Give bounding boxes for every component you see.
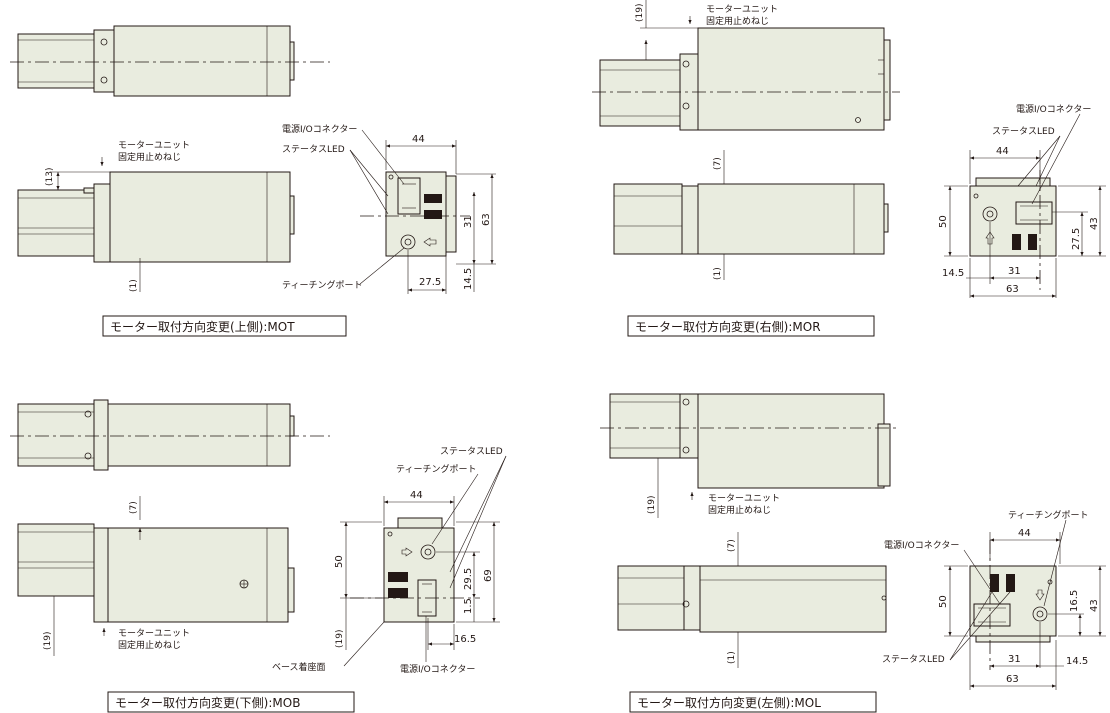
connector-icon bbox=[1015, 201, 1053, 225]
mor-screw-label-2: 固定用止めねじ bbox=[706, 15, 769, 27]
mot-end-face: 44 63 31 14.5 27.5 電源I/Oコネクター ステータスLED テ… bbox=[282, 124, 496, 294]
mor-offset-1: (1) bbox=[713, 267, 723, 280]
screw-icon bbox=[100, 76, 108, 84]
mob-top-view bbox=[10, 399, 330, 471]
teaching-port-icon bbox=[982, 206, 998, 222]
connector-icon bbox=[973, 603, 1011, 627]
mol-dim-50: 50 bbox=[938, 595, 949, 608]
mob-dim-44: 44 bbox=[410, 490, 423, 501]
mol-offset-7: (7) bbox=[727, 539, 737, 552]
mot-dim-44: 44 bbox=[412, 134, 425, 145]
teaching-port-icon bbox=[420, 544, 436, 560]
mor-dim-14-5: 14.5 bbox=[942, 268, 964, 279]
mor-dim-50: 50 bbox=[938, 215, 949, 228]
screw-icon bbox=[100, 38, 108, 46]
mor-offset-19: (19) bbox=[635, 4, 645, 22]
mol-label-port: ティーチングポート bbox=[1008, 509, 1088, 521]
mot-label-connector: 電源I/Oコネクター bbox=[282, 124, 357, 135]
mob-offset-19a: (19) bbox=[43, 632, 53, 650]
mot-dim-14-5: 14.5 bbox=[463, 268, 474, 290]
screw-icon bbox=[682, 600, 690, 608]
arrow-icon bbox=[423, 237, 437, 247]
panel-mot: (13) (1) モーターユニット 固定用止めねじ 44 bbox=[10, 25, 496, 337]
mob-offset-7: (7) bbox=[129, 501, 139, 514]
mor-label-connector: 電源I/Oコネクター bbox=[1016, 104, 1091, 115]
mot-offset-13: (13) bbox=[45, 168, 55, 186]
mol-screw-label-2: 固定用止めねじ bbox=[708, 504, 771, 516]
mol-label-connector: 電源I/Oコネクター bbox=[884, 540, 959, 551]
mot-screw-label-2: 固定用止めねじ bbox=[118, 151, 181, 163]
mot-caption: モーター取付方向変更(上側):MOT bbox=[110, 319, 295, 334]
screw-icon bbox=[682, 60, 690, 68]
mol-caption: モーター取付方向変更(左側):MOL bbox=[637, 695, 821, 710]
mob-dim-16-5: 16.5 bbox=[454, 634, 476, 645]
mor-screw-label-1: モーターユニット bbox=[706, 4, 778, 15]
mob-caption: モーター取付方向変更(下側):MOB bbox=[115, 695, 300, 710]
screw-icon bbox=[855, 117, 861, 123]
arrow-icon bbox=[1035, 589, 1045, 601]
screw-icon bbox=[682, 398, 690, 406]
mol-dim-16-5: 16.5 bbox=[1069, 590, 1080, 612]
mob-label-port: ティーチングポート bbox=[396, 463, 476, 475]
mor-end-face: 44 50 43 27.5 31 14.5 63 電源I/Oコネクター ステータ… bbox=[938, 104, 1106, 298]
mol-dim-43: 43 bbox=[1089, 599, 1100, 612]
panel-mob: (7) (19) モーターユニット 固定用止めねじ 44 bbox=[10, 399, 507, 713]
mor-dim-27-5: 27.5 bbox=[1071, 228, 1082, 250]
mob-dim-1-5: 1.5 bbox=[463, 598, 474, 614]
mot-offset-1: (1) bbox=[129, 279, 139, 292]
mob-label-connector: 電源I/Oコネクター bbox=[400, 664, 475, 675]
mob-label-base: ベース着座面 bbox=[272, 661, 326, 673]
screw-icon bbox=[84, 410, 92, 418]
mob-dim-69: 69 bbox=[483, 569, 494, 582]
mor-top-view: (19) モーターユニット 固定用止めねじ bbox=[592, 0, 900, 131]
connector-icon bbox=[397, 177, 421, 215]
mob-screw-label-2: 固定用止めねじ bbox=[118, 639, 181, 651]
teaching-port-icon bbox=[1032, 606, 1048, 622]
mob-offset-19b: (19) bbox=[335, 630, 345, 648]
mot-dim-63: 63 bbox=[481, 213, 492, 226]
mob-dim-29-5: 29.5 bbox=[463, 568, 474, 590]
arrow-icon bbox=[401, 547, 413, 557]
mol-offset-19: (19) bbox=[647, 496, 657, 514]
mol-dim-31: 31 bbox=[1008, 654, 1021, 665]
mob-end-face: 44 50 (19) 69 29.5 1.5 16.5 ステータスLED ティー… bbox=[272, 446, 507, 675]
screw-icon bbox=[84, 452, 92, 460]
panel-mol: (19) モーターユニット 固定用止めねじ (7) (1) bbox=[600, 393, 1106, 713]
mot-label-led: ステータスLED bbox=[282, 144, 345, 155]
mol-offset-1: (1) bbox=[727, 651, 737, 664]
mol-dim-63: 63 bbox=[1006, 674, 1019, 685]
mol-end-face: 44 50 43 16.5 31 14.5 63 ティーチングポート 電源I/O… bbox=[882, 509, 1106, 690]
mol-dim-44: 44 bbox=[1018, 528, 1031, 539]
panel-mor: (19) モーターユニット 固定用止めねじ (7) (1) bbox=[592, 0, 1106, 337]
screw-icon bbox=[682, 446, 690, 454]
mol-top-view: (19) モーターユニット 固定用止めねじ bbox=[600, 393, 900, 518]
mol-screw-label-1: モーターユニット bbox=[708, 493, 780, 504]
mor-dim-43: 43 bbox=[1089, 217, 1100, 230]
mot-dim-31: 31 bbox=[463, 215, 474, 228]
mot-screw-label-1: モーターユニット bbox=[118, 140, 190, 151]
mot-label-port: ティーチングポート bbox=[282, 279, 362, 291]
mob-label-led: ステータスLED bbox=[440, 446, 503, 457]
mot-side-view: (13) (1) モーターユニット 固定用止めねじ bbox=[17, 140, 295, 292]
mor-dim-31: 31 bbox=[1008, 266, 1021, 277]
mol-side-view: (7) (1) bbox=[617, 532, 887, 668]
mob-side-view: (7) (19) モーターユニット 固定用止めねじ bbox=[17, 496, 295, 656]
mor-label-led: ステータスLED bbox=[992, 126, 1055, 137]
mol-label-led: ステータスLED bbox=[882, 654, 945, 665]
mol-dim-14-5: 14.5 bbox=[1066, 656, 1088, 667]
mot-dim-27-5: 27.5 bbox=[419, 277, 441, 288]
mot-top-view bbox=[10, 25, 330, 97]
mob-dim-50: 50 bbox=[334, 555, 345, 568]
mor-side-view: (7) (1) bbox=[613, 150, 889, 280]
mor-caption: モーター取付方向変更(右側):MOR bbox=[635, 319, 821, 334]
mob-screw-label-1: モーターユニット bbox=[118, 628, 190, 639]
mor-dim-63: 63 bbox=[1006, 284, 1019, 295]
teaching-port-icon bbox=[400, 234, 416, 250]
mor-dim-44: 44 bbox=[996, 146, 1009, 157]
screw-icon bbox=[682, 102, 690, 110]
mor-offset-7: (7) bbox=[713, 157, 723, 170]
